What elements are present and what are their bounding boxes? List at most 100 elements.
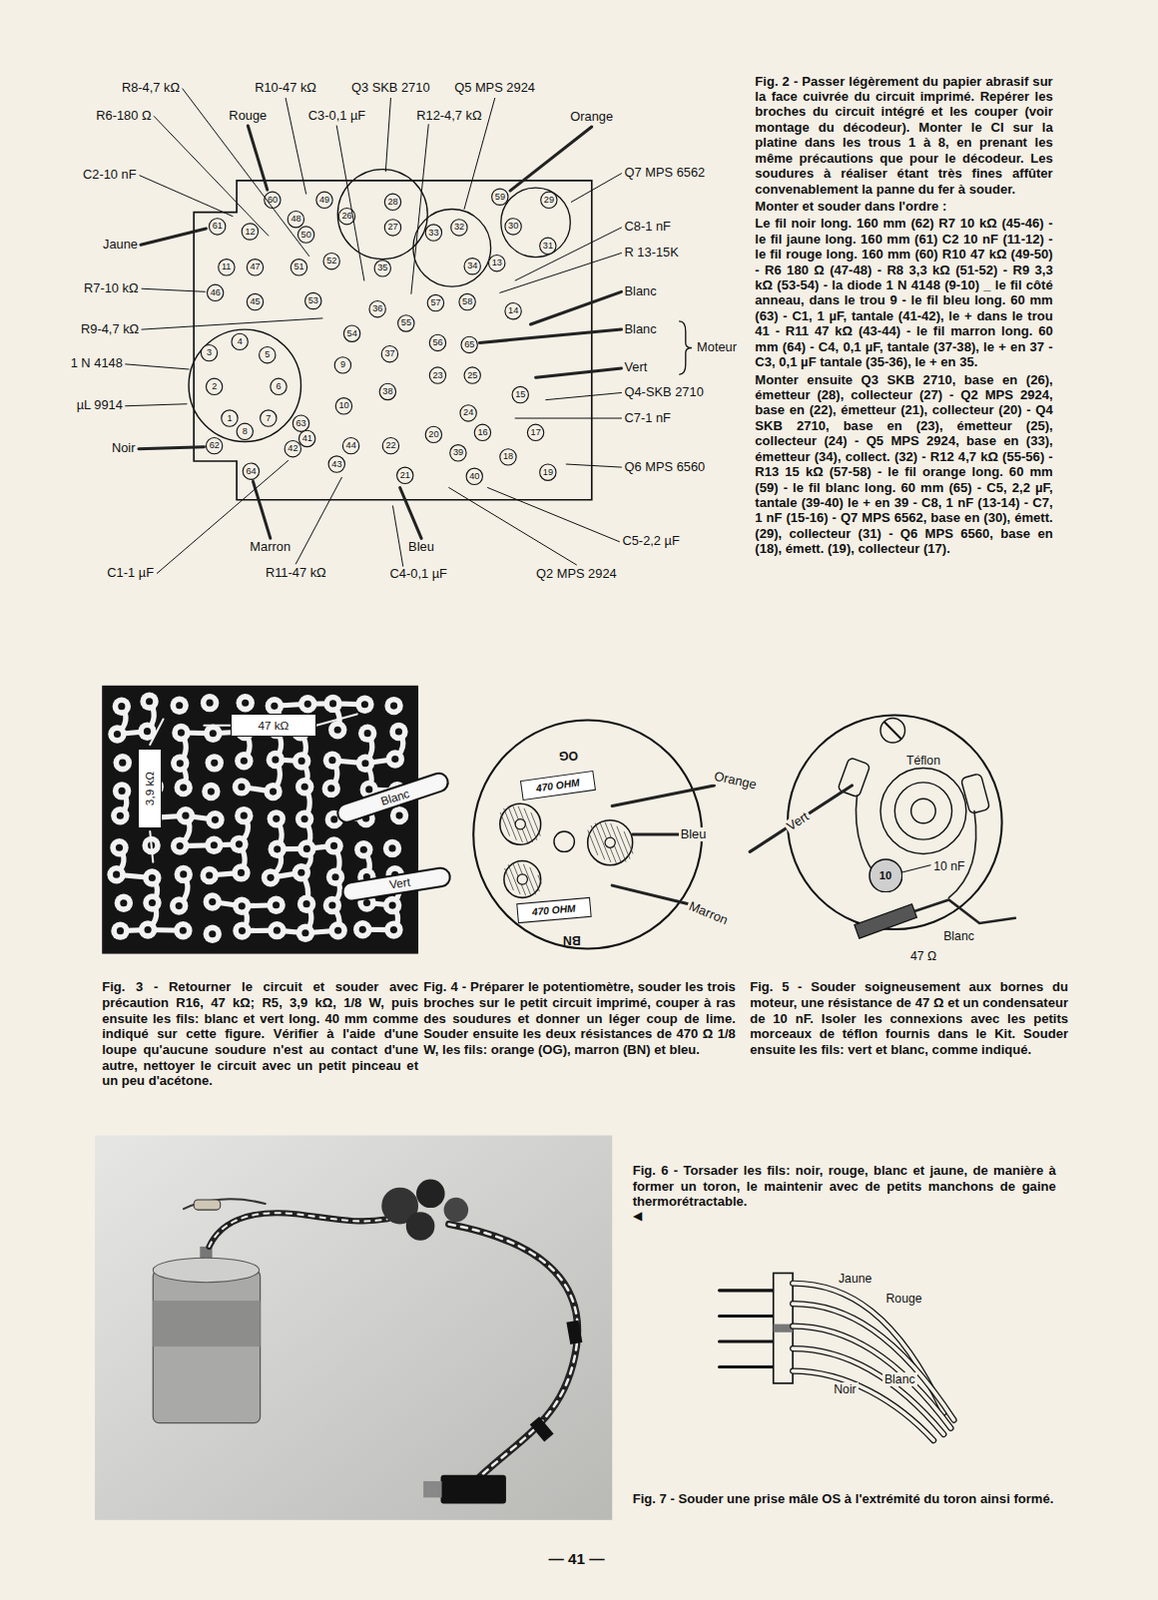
pot-board bbox=[473, 720, 702, 950]
teflon-sleeve bbox=[960, 773, 990, 815]
pad-hole bbox=[175, 701, 183, 709]
pad-hole bbox=[118, 787, 126, 795]
hole-number: 54 bbox=[347, 328, 358, 340]
hole-number: 41 bbox=[302, 433, 313, 445]
pad-hole bbox=[360, 846, 368, 854]
solder-pad bbox=[527, 424, 544, 441]
hole-number: 38 bbox=[382, 386, 393, 398]
hole-number: 3 bbox=[206, 347, 212, 359]
pot-hole bbox=[554, 831, 575, 852]
connector-pin bbox=[719, 1314, 774, 1318]
pad-hole bbox=[391, 755, 399, 763]
solder-pad bbox=[427, 294, 444, 311]
transistor-outline bbox=[501, 187, 571, 257]
pad-hole bbox=[273, 927, 281, 935]
copper-pad bbox=[266, 750, 285, 769]
copper-pad bbox=[267, 921, 286, 940]
pad-hole bbox=[237, 869, 245, 877]
resistor-body: 470 OHM bbox=[520, 770, 596, 801]
copper-pad bbox=[169, 896, 188, 915]
hole-number: 43 bbox=[331, 459, 342, 471]
callout-label: Q6 MPS 6560 bbox=[623, 460, 705, 476]
hole-number: 11 bbox=[221, 261, 232, 273]
pad-hole bbox=[116, 927, 124, 935]
solder-pad bbox=[205, 378, 222, 395]
page-number: — 41 — bbox=[548, 1550, 604, 1569]
wire bbox=[632, 832, 679, 836]
figure-caption: Fig. 7 - Souder une prise mâle OS à l'ex… bbox=[632, 1491, 1057, 1508]
pad-hole bbox=[298, 757, 306, 765]
solder-pad bbox=[205, 437, 222, 454]
pad-hole bbox=[209, 729, 217, 737]
hole-number: 21 bbox=[400, 470, 411, 482]
callout-label: Blanc bbox=[623, 322, 656, 338]
pad-hole bbox=[303, 845, 311, 853]
copper-pad bbox=[112, 781, 131, 800]
pad-hole bbox=[330, 815, 338, 823]
callout-label: Jaune bbox=[102, 237, 138, 253]
hole-number: 37 bbox=[384, 348, 395, 360]
pad-hatch bbox=[590, 825, 604, 860]
solder-pad bbox=[505, 303, 522, 320]
figure-caption: Fig. 3 - Retourner le circuit et souder … bbox=[101, 979, 419, 1090]
pad-hole bbox=[301, 783, 309, 791]
callout-label: Q3 SKB 2710 bbox=[351, 80, 431, 96]
pad-hole bbox=[389, 901, 397, 909]
copper-pad bbox=[203, 892, 222, 911]
pad-hole bbox=[364, 729, 372, 737]
solder-pad bbox=[425, 224, 442, 241]
callout-label: C5-2,2 µF bbox=[621, 534, 679, 550]
pad-hole bbox=[176, 842, 184, 850]
hole-number: 34 bbox=[467, 260, 478, 272]
copper-pad bbox=[174, 865, 193, 884]
solder-pad bbox=[343, 325, 360, 342]
leader-line bbox=[385, 97, 391, 171]
leader-line bbox=[141, 288, 205, 292]
solder-pad bbox=[305, 292, 322, 309]
solder-pad bbox=[382, 437, 399, 454]
bracket bbox=[679, 321, 692, 375]
wire-label: Blanc bbox=[941, 929, 977, 944]
pad-hatch bbox=[530, 867, 540, 891]
pad-hole bbox=[211, 816, 219, 824]
copper-pad bbox=[323, 750, 342, 769]
hole-number: 20 bbox=[428, 429, 439, 441]
hole-number: 23 bbox=[432, 370, 443, 382]
hole-number: 29 bbox=[544, 194, 555, 206]
copper-pad bbox=[354, 840, 373, 859]
hole-number: 51 bbox=[293, 261, 304, 273]
callout-label: R11-47 kΩ bbox=[265, 566, 327, 581]
motor-end bbox=[787, 714, 1003, 930]
solder-pad bbox=[200, 344, 217, 361]
wire-label: Orange bbox=[710, 769, 760, 794]
copper-pad bbox=[232, 921, 251, 940]
wire-label: Rouge bbox=[884, 1291, 925, 1306]
hole-number: 4 bbox=[237, 336, 243, 348]
pad-hole bbox=[208, 898, 216, 906]
pad-hole bbox=[361, 759, 369, 767]
copper-pad bbox=[142, 868, 161, 887]
copper-pad bbox=[173, 921, 192, 940]
hole-number: 36 bbox=[372, 303, 383, 315]
leader-line bbox=[488, 488, 620, 543]
copper-pad bbox=[355, 695, 374, 714]
copper-pad bbox=[295, 777, 314, 796]
wire-label: Marron bbox=[684, 898, 732, 929]
callout-label: Marron bbox=[249, 540, 291, 556]
solder-pad bbox=[334, 357, 351, 374]
copper-pad bbox=[232, 777, 251, 796]
copper-pad bbox=[297, 839, 316, 858]
solder-pad bbox=[379, 383, 396, 400]
pad-hole bbox=[329, 699, 337, 707]
leader-line bbox=[125, 364, 189, 370]
pad-hole bbox=[210, 759, 218, 767]
pad-hole bbox=[181, 812, 189, 820]
hole-number: 26 bbox=[341, 210, 352, 222]
hole-number: 9 bbox=[340, 359, 346, 371]
pad-hole bbox=[334, 927, 342, 935]
callout-label: µL 9914 bbox=[76, 398, 123, 414]
copper-pad bbox=[170, 754, 189, 773]
callout-label: C4-0,1 µF bbox=[390, 567, 448, 582]
pad-hole bbox=[395, 727, 403, 735]
pad-hole bbox=[266, 874, 274, 882]
